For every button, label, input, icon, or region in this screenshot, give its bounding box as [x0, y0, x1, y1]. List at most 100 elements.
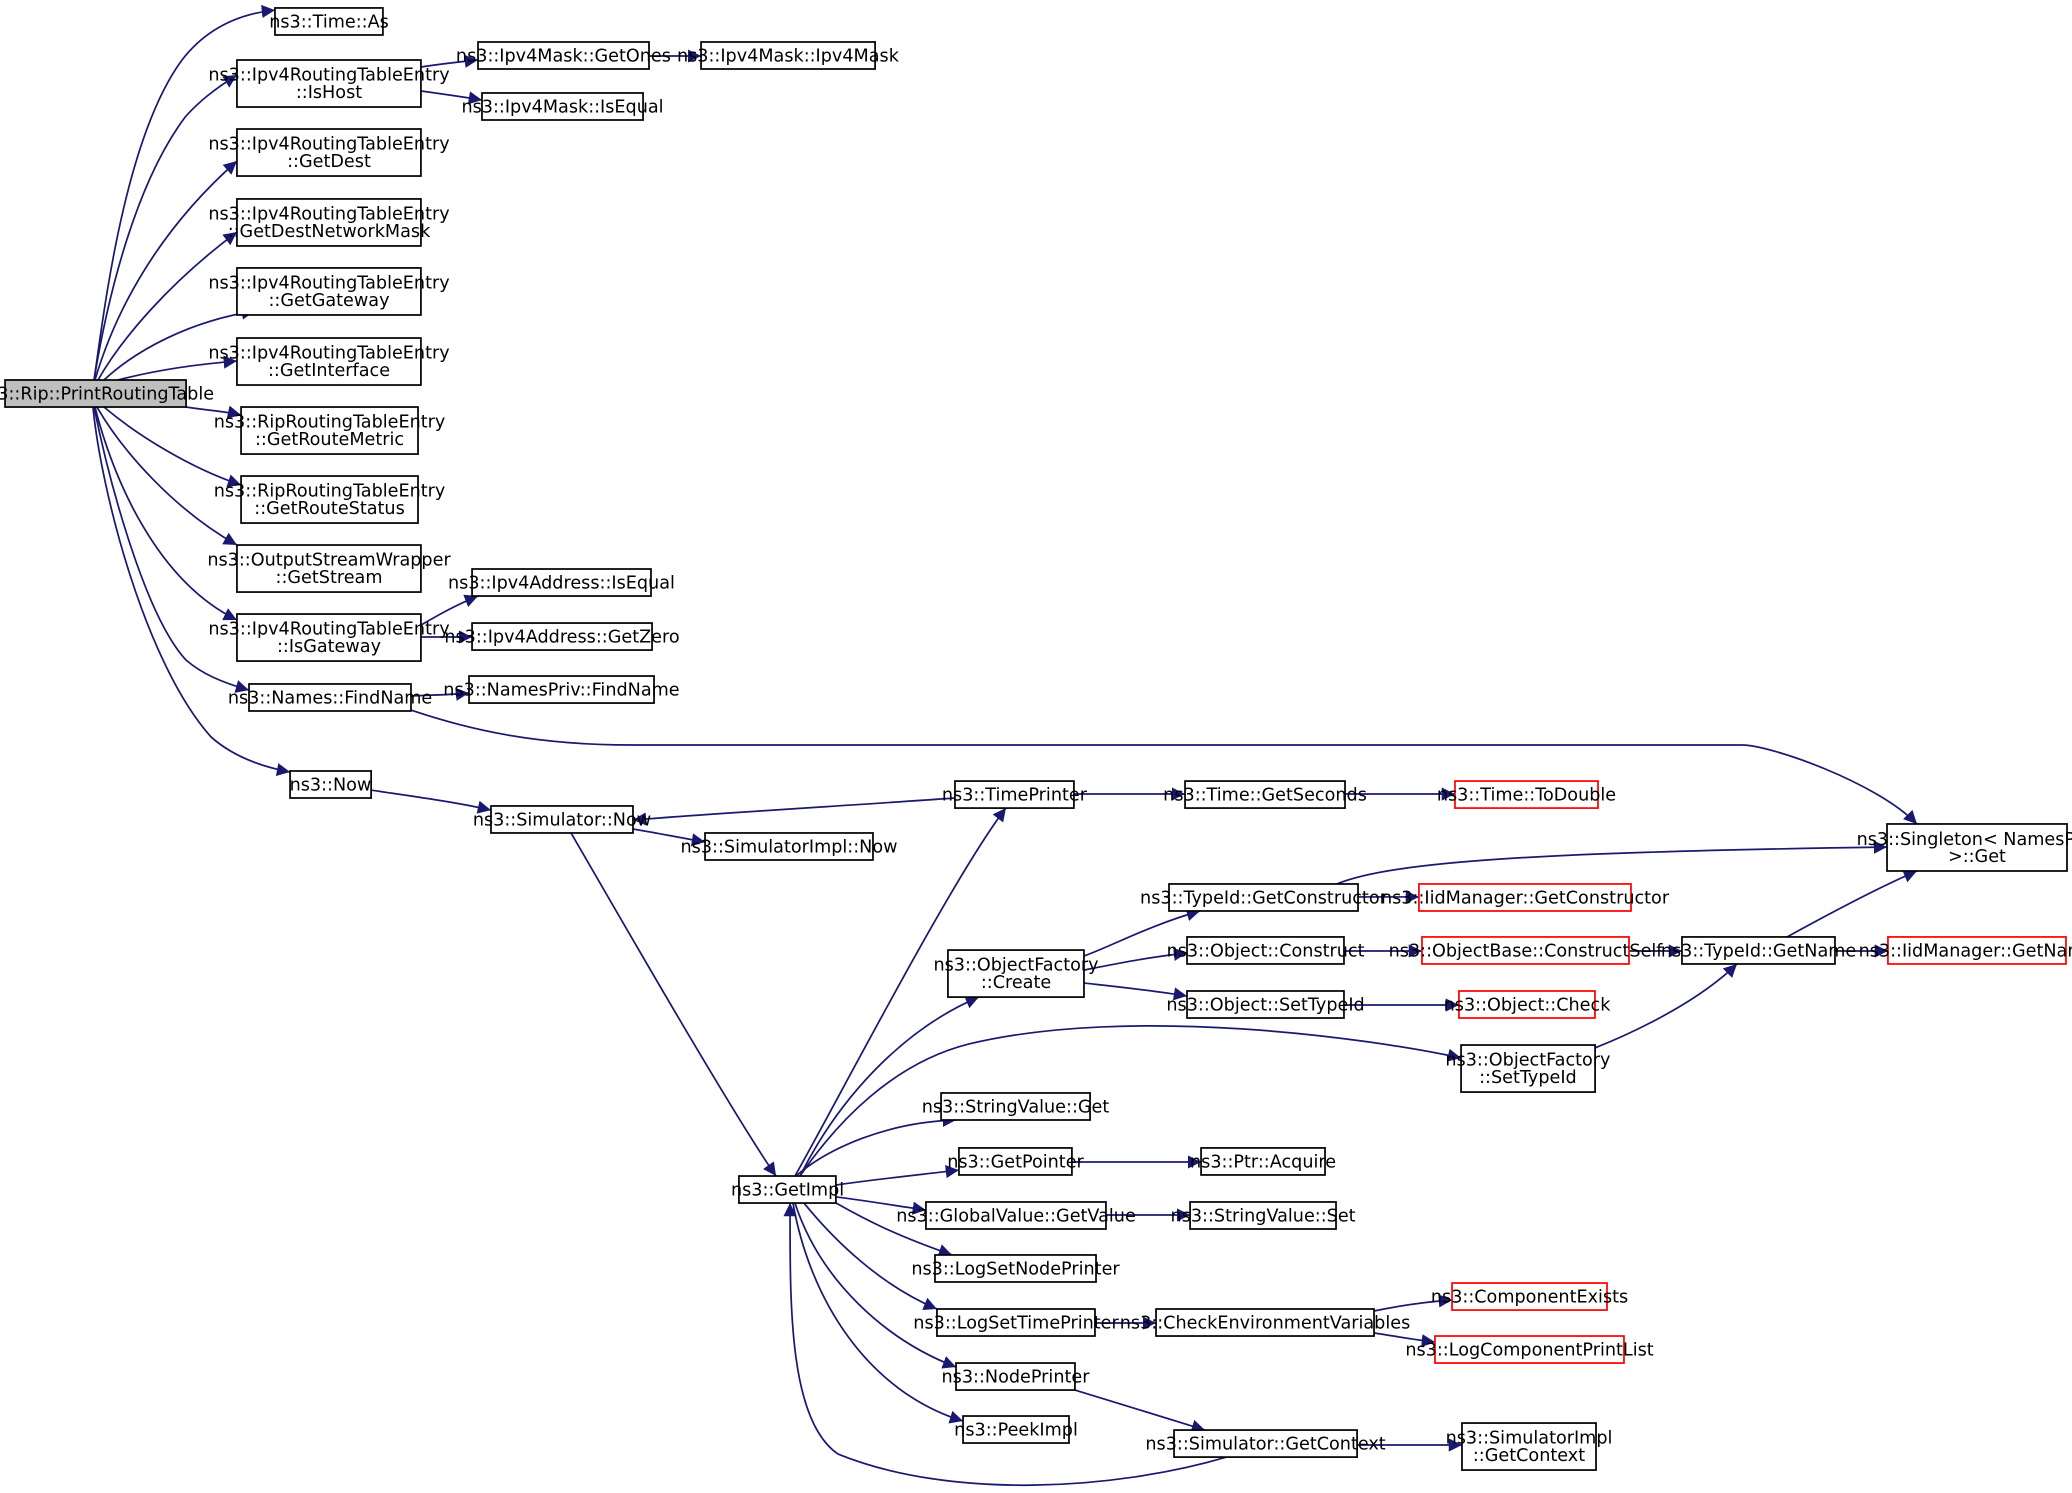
- node-names-findname[interactable]: ns3::Names::FindName: [228, 683, 432, 712]
- node-label: ns3::IidManager::GetName: [1859, 941, 2072, 961]
- node-box: [477, 41, 650, 70]
- node-label: ::GetInterface: [268, 361, 390, 381]
- node-ipv4rte-getdestmask[interactable]: ns3::Ipv4RoutingTableEntry::GetDestNetwo…: [208, 198, 450, 247]
- edge-names-findname-to-namespriv-findname: [410, 687, 470, 701]
- edge-rip-print-to-riprte-getstatus: [103, 406, 242, 488]
- node-label: ns3::Ipv4RoutingTableEntry: [208, 620, 449, 640]
- node-box: [236, 198, 422, 247]
- node-objbase-constructself[interactable]: ns3::ObjectBase::ConstructSelf: [1389, 936, 1664, 965]
- node-ns3-now[interactable]: ns3::Now: [289, 770, 372, 799]
- node-label: ::GetDest: [287, 152, 371, 172]
- node-iidmgr-getctor[interactable]: ns3::IidManager::GetConstructor: [1381, 883, 1670, 912]
- node-peekimpl[interactable]: ns3::PeekImpl: [954, 1415, 1078, 1444]
- node-riprte-getstatus[interactable]: ns3::RipRoutingTableEntry::GetRouteStatu…: [214, 475, 446, 524]
- edge-rip-print-to-osw-getstream: [96, 406, 238, 546]
- node-timeprinter[interactable]: ns3::TimePrinter: [942, 780, 1088, 809]
- node-label: ns3::Ipv4RoutingTableEntry: [208, 274, 449, 294]
- edge-rip-print-to-ipv4rte-getinterface: [117, 355, 238, 381]
- node-box: [1458, 990, 1596, 1019]
- node-ipv4rte-getdest[interactable]: ns3::Ipv4RoutingTableEntry::GetDest: [208, 128, 450, 177]
- node-label: ns3::Object::Check: [1444, 995, 1612, 1015]
- node-ipv4rte-ishost[interactable]: ns3::Ipv4RoutingTableEntry::IsHost: [208, 59, 450, 108]
- node-logsettimeprinter[interactable]: ns3::LogSetTimePrinter: [913, 1308, 1120, 1337]
- edge-arrow: [1594, 963, 1738, 1049]
- node-label: ns3::Time::GetSeconds: [1163, 785, 1367, 805]
- node-box: [940, 1092, 1091, 1121]
- edge-arrow: [410, 709, 1918, 825]
- node-ipv4mask-ctor[interactable]: ns3::Ipv4Mask::Ipv4Mask: [677, 41, 900, 70]
- edge-rip-print-to-ipv4rte-getdestmask: [97, 231, 238, 381]
- node-box: [236, 613, 422, 662]
- node-simimpl-getcontext[interactable]: ns3::SimulatorImpl::GetContext: [1446, 1422, 1613, 1471]
- node-label: ::GetDestNetworkMask: [228, 222, 431, 242]
- node-typeid-getname[interactable]: ns3::TypeId::GetName: [1661, 936, 1856, 965]
- node-label: ns3::OutputStreamWrapper: [207, 551, 451, 571]
- node-box: [236, 544, 422, 593]
- edge-arrow: [370, 789, 492, 814]
- node-label: ns3::LogComponentPrintList: [1405, 1340, 1653, 1360]
- node-getimpl[interactable]: ns3::GetImpl: [731, 1175, 844, 1204]
- node-nodeprinter[interactable]: ns3::NodePrinter: [942, 1362, 1091, 1391]
- node-box: [481, 92, 644, 121]
- node-box: [240, 406, 419, 455]
- node-label: ns3::TypeId::GetConstructor: [1140, 888, 1388, 908]
- node-box: [1461, 1422, 1597, 1471]
- node-box: [1173, 1429, 1358, 1458]
- node-globalvalue-getvalue[interactable]: ns3::GlobalValue::GetValue: [896, 1201, 1136, 1230]
- node-logcomponentprintlist[interactable]: ns3::LogComponentPrintList: [1405, 1335, 1654, 1364]
- node-object-construct[interactable]: ns3::Object::Construct: [1167, 936, 1365, 965]
- node-rip-print[interactable]: ns3::Rip::PrintRoutingTable: [0, 379, 214, 408]
- node-stringvalue-get[interactable]: ns3::StringValue::Get: [922, 1092, 1110, 1121]
- node-simimpl-now[interactable]: ns3::SimulatorImpl::Now: [680, 832, 898, 861]
- edge-checkenvvars-to-componentexists: [1373, 1294, 1453, 1312]
- node-label: ns3::Rip::PrintRoutingTable: [0, 384, 214, 404]
- node-time-as[interactable]: ns3::Time::As: [269, 7, 389, 36]
- node-logsetnodeprinter[interactable]: ns3::LogSetNodePrinter: [911, 1254, 1120, 1283]
- node-checkenvvars[interactable]: ns3::CheckEnvironmentVariables: [1120, 1308, 1411, 1337]
- edge-arrow: [420, 54, 479, 68]
- node-singleton-get[interactable]: ns3::Singleton< NamesPriv >::Get: [1857, 823, 2072, 872]
- edge-arrow: [835, 1165, 960, 1186]
- node-osw-getstream[interactable]: ns3::OutputStreamWrapper::GetStream: [207, 544, 451, 593]
- node-box: [236, 267, 422, 316]
- node-ipv4mask-getones[interactable]: ns3::Ipv4Mask::GetOnes: [456, 41, 671, 70]
- edge-arrow: [1083, 947, 1188, 971]
- node-ptr-acquire[interactable]: ns3::Ptr::Acquire: [1190, 1147, 1336, 1176]
- edge-arrow: [1083, 982, 1188, 1001]
- node-riprte-getmetric[interactable]: ns3::RipRoutingTableEntry::GetRouteMetri…: [214, 406, 446, 455]
- node-ipv4rte-isgateway[interactable]: ns3::Ipv4RoutingTableEntry::IsGateway: [208, 613, 450, 662]
- node-ipv4mask-isequal[interactable]: ns3::Ipv4Mask::IsEqual: [461, 92, 664, 121]
- edge-rip-print-to-time-as: [93, 4, 276, 381]
- edge-objfactory-settypeid-to-typeid-getname: [1594, 963, 1738, 1049]
- node-ipv4addr-getzero[interactable]: ns3::Ipv4Address::GetZero: [444, 622, 680, 651]
- node-label: ns3::StringValue::Get: [922, 1097, 1110, 1117]
- node-box: [1887, 936, 2067, 965]
- edge-arrow: [1373, 1294, 1453, 1312]
- node-ipv4rte-getinterface[interactable]: ns3::Ipv4RoutingTableEntry::GetInterface: [208, 337, 450, 386]
- node-object-check[interactable]: ns3::Object::Check: [1444, 990, 1612, 1019]
- node-stringvalue-set[interactable]: ns3::StringValue::Set: [1170, 1201, 1356, 1230]
- node-typeid-getctor[interactable]: ns3::TypeId::GetConstructor: [1140, 883, 1388, 912]
- node-getpointer[interactable]: ns3::GetPointer: [947, 1147, 1085, 1176]
- node-iidmgr-getname[interactable]: ns3::IidManager::GetName: [1859, 936, 2072, 965]
- node-objfactory-settypeid[interactable]: ns3::ObjectFactory::SetTypeId: [1445, 1044, 1610, 1093]
- node-time-todouble[interactable]: ns3::Time::ToDouble: [1437, 780, 1616, 809]
- node-box: [955, 1362, 1076, 1391]
- node-ipv4rte-getgateway[interactable]: ns3::Ipv4RoutingTableEntry::GetGateway: [208, 267, 450, 316]
- node-label: ns3::ObjectFactory: [1445, 1051, 1610, 1071]
- node-objfactory-create[interactable]: ns3::ObjectFactory::Create: [933, 949, 1099, 998]
- node-simulator-now[interactable]: ns3::Simulator::Now: [473, 805, 651, 834]
- edge-arrow: [420, 90, 483, 105]
- node-componentexists[interactable]: ns3::ComponentExists: [1431, 1282, 1628, 1311]
- edge-arrow: [103, 306, 256, 381]
- node-label: ns3::Ipv4Mask::GetOnes: [456, 46, 671, 66]
- node-ipv4addr-isequal[interactable]: ns3::Ipv4Address::IsEqual: [448, 568, 675, 597]
- edge-arrow: [835, 1196, 927, 1215]
- node-time-getseconds[interactable]: ns3::Time::GetSeconds: [1163, 780, 1367, 809]
- node-object-settypeid[interactable]: ns3::Object::SetTypeId: [1166, 990, 1365, 1019]
- node-box: [1421, 936, 1630, 965]
- node-box: [925, 1201, 1107, 1230]
- node-simulator-getcontext[interactable]: ns3::Simulator::GetContext: [1145, 1429, 1386, 1458]
- node-namespriv-findname[interactable]: ns3::NamesPriv::FindName: [443, 675, 680, 704]
